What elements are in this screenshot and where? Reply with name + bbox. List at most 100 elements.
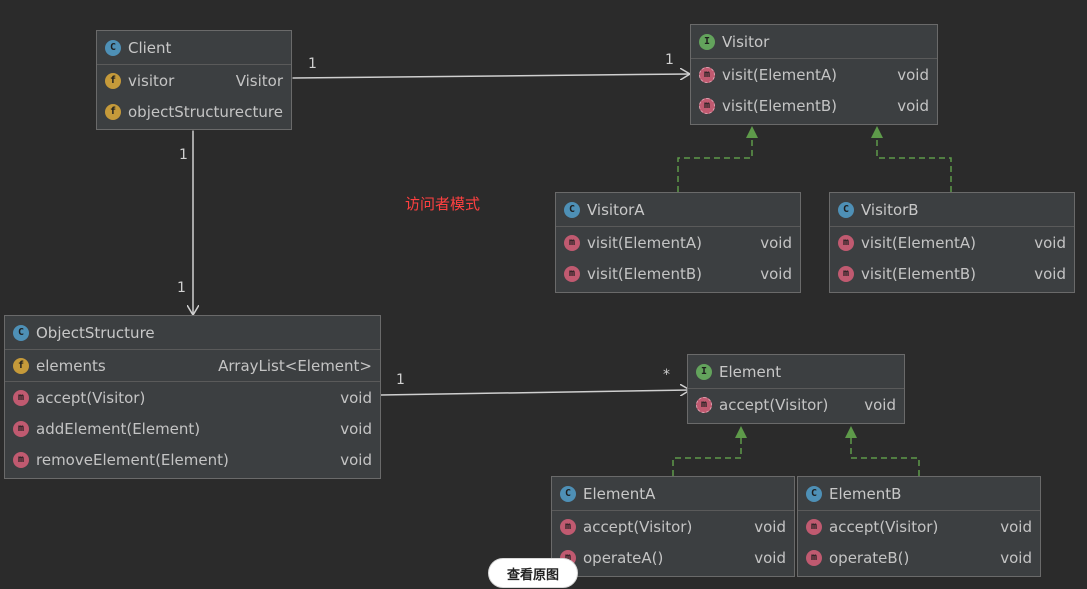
assoc-client-visitor bbox=[293, 74, 690, 78]
abstract-method-icon: m bbox=[696, 396, 712, 413]
method-type: void bbox=[1000, 548, 1032, 567]
realize-elementa-element bbox=[672, 428, 742, 476]
method-icon: m bbox=[564, 234, 580, 251]
multiplicity-label: 1 bbox=[665, 52, 674, 68]
field-type: cture bbox=[244, 102, 283, 121]
method-name: accept(Visitor) bbox=[829, 517, 939, 536]
method-row: m removeElement(Element) void bbox=[5, 444, 380, 475]
method-row: m accept(Visitor) void bbox=[5, 381, 380, 413]
method-type: void bbox=[754, 548, 786, 567]
method-type: void bbox=[760, 264, 792, 283]
field-row: f objectStructure cture bbox=[97, 96, 291, 127]
class-name: ElementB bbox=[829, 484, 902, 503]
class-header: C VisitorB bbox=[830, 193, 1074, 227]
method-row: m visit(ElementA) void bbox=[691, 59, 937, 90]
abstract-method-icon: m bbox=[699, 66, 715, 83]
method-type: void bbox=[897, 96, 929, 115]
method-type: void bbox=[340, 450, 372, 469]
method-type: void bbox=[340, 419, 372, 438]
method-name: accept(Visitor) bbox=[583, 517, 693, 536]
method-icon: m bbox=[806, 518, 822, 535]
assoc-objectstructure-element bbox=[381, 390, 690, 395]
class-visitorb[interactable]: C VisitorB m visit(ElementA) void m visi… bbox=[829, 192, 1075, 293]
field-row: f visitor Visitor bbox=[97, 65, 291, 96]
method-icon: m bbox=[838, 265, 854, 282]
method-name: operateB() bbox=[829, 548, 910, 567]
method-icon: m bbox=[13, 389, 29, 406]
method-row: m accept(Visitor) void bbox=[552, 511, 794, 542]
realize-visitorb-visitor bbox=[876, 128, 952, 192]
interface-visitor[interactable]: I Visitor m visit(ElementA) void m visit… bbox=[690, 24, 938, 125]
method-type: void bbox=[1034, 233, 1066, 252]
class-icon: C bbox=[806, 485, 822, 502]
class-header: I Visitor bbox=[691, 25, 937, 59]
method-name: accept(Visitor) bbox=[36, 388, 146, 407]
method-name: accept(Visitor) bbox=[719, 395, 829, 414]
method-icon: m bbox=[560, 518, 576, 535]
method-row: m operateA() void bbox=[552, 542, 794, 573]
interface-element[interactable]: I Element m accept(Visitor) void bbox=[687, 354, 905, 424]
method-name: visit(ElementB) bbox=[861, 264, 977, 283]
method-row: m visit(ElementB) void bbox=[556, 258, 800, 289]
class-name: Element bbox=[719, 362, 782, 381]
method-type: void bbox=[1034, 264, 1066, 283]
class-objectstructure[interactable]: C ObjectStructure f elements ArrayList<E… bbox=[4, 315, 381, 479]
multiplicity-label: * bbox=[663, 367, 670, 383]
class-name: Client bbox=[128, 38, 172, 57]
method-type: void bbox=[1000, 517, 1032, 536]
method-name: operateA() bbox=[583, 548, 664, 567]
class-header: C ElementA bbox=[552, 477, 794, 511]
method-row: m visit(ElementB) void bbox=[830, 258, 1074, 289]
method-name: removeElement(Element) bbox=[36, 450, 229, 469]
field-icon: f bbox=[13, 357, 29, 374]
method-row: m accept(Visitor) void bbox=[798, 511, 1040, 542]
field-type: ArrayList<Element> bbox=[218, 356, 372, 375]
method-type: void bbox=[340, 388, 372, 407]
method-row: m accept(Visitor) void bbox=[688, 389, 904, 420]
method-type: void bbox=[864, 395, 896, 414]
class-name: ObjectStructure bbox=[36, 323, 155, 342]
realize-elementb-element bbox=[850, 428, 920, 476]
abstract-method-icon: m bbox=[699, 97, 715, 114]
method-name: visit(ElementA) bbox=[722, 65, 837, 84]
view-original-button[interactable]: 查看原图 bbox=[488, 558, 578, 588]
method-name: addElement(Element) bbox=[36, 419, 201, 438]
class-header: C VisitorA bbox=[556, 193, 800, 227]
field-name: visitor bbox=[128, 71, 175, 90]
method-name: visit(ElementB) bbox=[587, 264, 703, 283]
field-name: elements bbox=[36, 356, 106, 375]
class-elementa[interactable]: C ElementA m accept(Visitor) void m oper… bbox=[551, 476, 795, 577]
class-visitora[interactable]: C VisitorA m visit(ElementA) void m visi… bbox=[555, 192, 801, 293]
method-icon: m bbox=[806, 549, 822, 566]
method-name: visit(ElementA) bbox=[587, 233, 702, 252]
class-elementb[interactable]: C ElementB m accept(Visitor) void m oper… bbox=[797, 476, 1041, 577]
method-icon: m bbox=[13, 451, 29, 468]
method-name: visit(ElementB) bbox=[722, 96, 838, 115]
class-name: Visitor bbox=[722, 32, 770, 51]
interface-icon: I bbox=[699, 33, 715, 50]
field-type: Visitor bbox=[235, 71, 283, 90]
field-name: objectStructure bbox=[128, 102, 245, 121]
multiplicity-label: 1 bbox=[179, 147, 188, 163]
method-row: m visit(ElementA) void bbox=[556, 227, 800, 258]
method-icon: m bbox=[564, 265, 580, 282]
class-name: ElementA bbox=[583, 484, 656, 503]
class-icon: C bbox=[564, 201, 580, 218]
class-icon: C bbox=[13, 324, 29, 341]
method-type: void bbox=[897, 65, 929, 84]
method-row: m visit(ElementA) void bbox=[830, 227, 1074, 258]
class-header: I Element bbox=[688, 355, 904, 389]
method-name: visit(ElementA) bbox=[861, 233, 976, 252]
method-row: m addElement(Element) void bbox=[5, 413, 380, 444]
field-icon: f bbox=[105, 103, 121, 120]
multiplicity-label: 1 bbox=[308, 56, 317, 72]
class-header: C Client bbox=[97, 31, 291, 65]
method-row: m operateB() void bbox=[798, 542, 1040, 573]
realize-visitora-visitor bbox=[677, 128, 753, 192]
class-header: C ElementB bbox=[798, 477, 1040, 511]
class-client[interactable]: C Client f visitor Visitor f objectStruc… bbox=[96, 30, 292, 130]
class-header: C ObjectStructure bbox=[5, 316, 380, 350]
method-type: void bbox=[754, 517, 786, 536]
method-icon: m bbox=[13, 420, 29, 437]
